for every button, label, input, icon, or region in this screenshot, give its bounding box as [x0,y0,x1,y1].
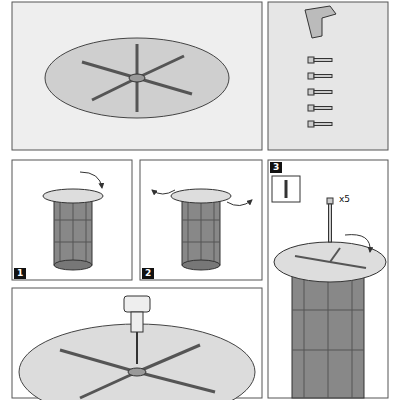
panel [12,160,132,280]
pedestal [274,198,386,398]
drill [124,296,150,364]
quantity-label: x5 [338,194,351,205]
panel [12,2,262,150]
panel [268,2,388,150]
pedestal [152,189,252,270]
inset [272,176,300,202]
panel [140,160,262,280]
plate [19,324,255,400]
plate [45,38,229,118]
callout-number: 1 [14,268,26,279]
panel [268,160,388,398]
callout-number: 2 [142,268,154,279]
bracket [305,6,336,38]
callout-number: 3 [270,162,282,173]
pedestal [43,172,103,270]
screws [308,57,332,127]
